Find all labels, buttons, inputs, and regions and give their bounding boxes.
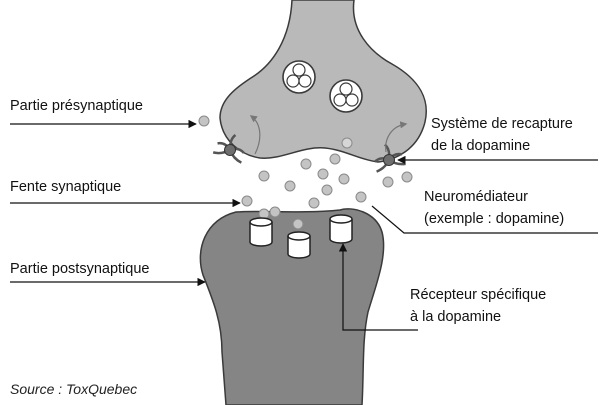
label-receptor-line1: Récepteur spécifique: [410, 287, 546, 303]
synaptic-vesicle-1: [283, 61, 315, 93]
presynaptic-terminal: [220, 0, 426, 162]
label-presynaptic: Partie présynaptique: [10, 98, 143, 114]
label-neurotransmitter-line2: (exemple : dopamine): [424, 211, 564, 227]
label-receptor-line2: à la dopamine: [410, 309, 501, 325]
label-synaptic-cleft: Fente synaptique: [10, 179, 121, 195]
receptor-3: [330, 215, 352, 243]
label-reuptake-line1: Système de recapture: [431, 116, 573, 132]
source-credit: Source : ToxQuebec: [10, 381, 137, 397]
receptor-2: [288, 232, 310, 258]
receptor-1: [250, 218, 272, 246]
label-postsynaptic: Partie postsynaptique: [10, 261, 149, 277]
label-neurotransmitter-line1: Neuromédiateur: [424, 189, 528, 205]
synaptic-vesicle-2: [330, 80, 362, 112]
label-reuptake-line2: de la dopamine: [431, 138, 530, 154]
